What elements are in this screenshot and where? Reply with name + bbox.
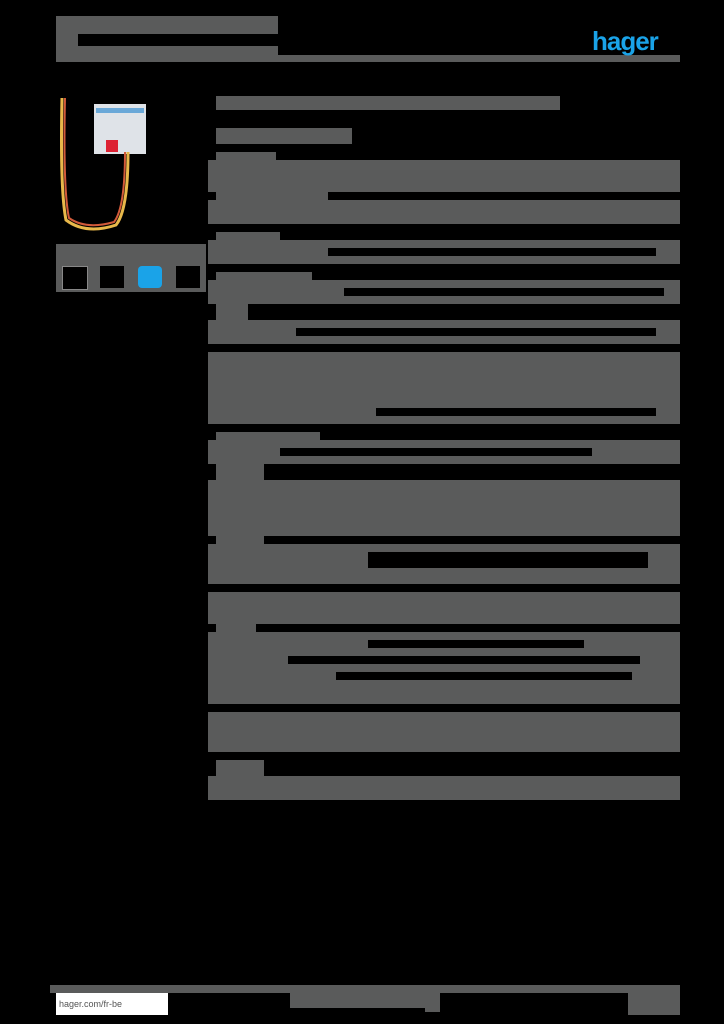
- document-title: [56, 16, 278, 34]
- battery-icon: [62, 266, 88, 290]
- header-rule: [56, 55, 680, 62]
- module-icon: [176, 266, 200, 288]
- section-5-body: [208, 776, 680, 800]
- section-3-title: [216, 272, 312, 282]
- section-4-body-2: [208, 480, 680, 536]
- footer-url[interactable]: hager.com/fr-be: [56, 993, 168, 1015]
- main-heading: [redacted]: [216, 96, 560, 110]
- section-1-title: [216, 152, 276, 162]
- section-5-title: [216, 760, 264, 776]
- section-4-body-6: [208, 712, 680, 752]
- section-2-title: [216, 232, 280, 242]
- product-image: [60, 97, 146, 231]
- device-icon: [100, 266, 124, 288]
- main-subheading: [216, 128, 352, 144]
- section-1-body-2: [208, 200, 680, 224]
- footer-center-2: [425, 1000, 440, 1012]
- footer-center: [290, 993, 440, 1008]
- section-1-label: [216, 192, 328, 202]
- footer-page: [628, 985, 680, 1015]
- section-4-body-4: [208, 592, 680, 624]
- section-1-body: [208, 160, 680, 192]
- knx-logo-icon: [138, 266, 162, 288]
- footer-rule: [50, 985, 680, 993]
- section-4-title: [216, 432, 320, 442]
- hager-logo: hager: [592, 26, 659, 56]
